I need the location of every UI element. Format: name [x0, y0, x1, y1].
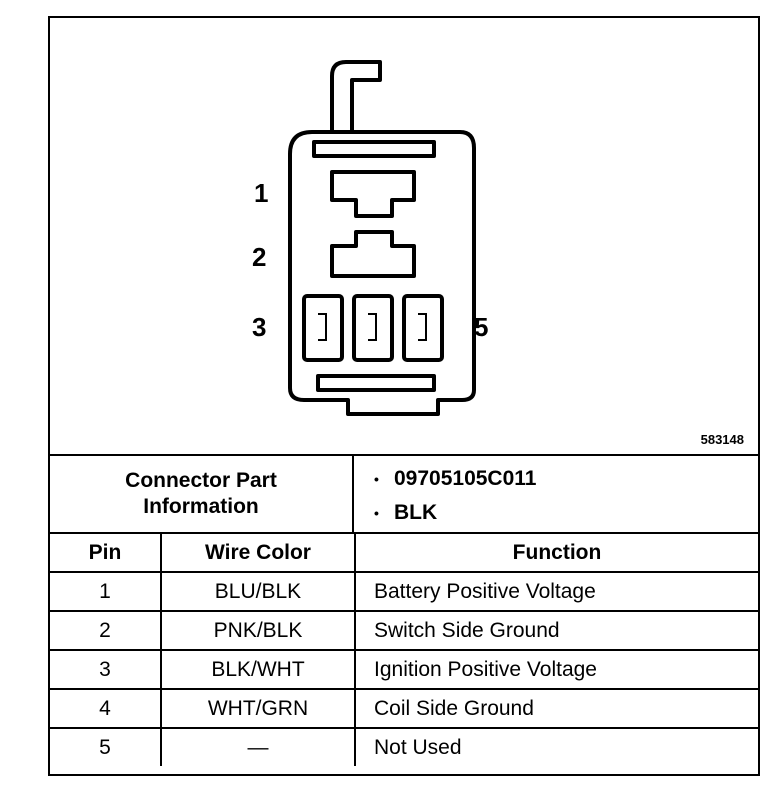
connector-drawing: 1 2 3 5 [252, 60, 488, 416]
pin-label-1: 1 [254, 178, 268, 208]
top-slot [312, 140, 436, 158]
pin-cell: 5 [50, 727, 162, 766]
wire-color-cell: BLK/WHT [160, 649, 356, 690]
table-row: 1 BLU/BLK Battery Positive Voltage [50, 571, 758, 612]
connector-body [288, 130, 476, 416]
header-function: Function [354, 532, 758, 573]
connector-info-row: Connector Part Information 09705105C011 … [50, 454, 758, 534]
table-row: 5 — Not Used [50, 727, 758, 766]
pin-cell: 4 [50, 688, 162, 729]
connector-latch [330, 60, 382, 132]
table-row: 2 PNK/BLK Switch Side Ground [50, 610, 758, 651]
connector-info-label: Connector Part Information [50, 456, 354, 532]
wire-color-cell: WHT/GRN [160, 688, 356, 729]
header-pin: Pin [50, 532, 162, 573]
header-wire-color: Wire Color [160, 532, 356, 573]
pin-table-header: Pin Wire Color Function [50, 532, 758, 573]
pin-label-3: 3 [252, 312, 266, 342]
function-cell: Not Used [354, 727, 758, 766]
wire-color-cell: PNK/BLK [160, 610, 356, 651]
pin-cell: 3 [50, 649, 162, 690]
terminal-2 [330, 230, 416, 278]
pin-cell: 2 [50, 610, 162, 651]
pin-cell: 1 [50, 571, 162, 612]
wire-color-cell: BLU/BLK [160, 571, 356, 612]
function-cell: Coil Side Ground [354, 688, 758, 729]
connector-info-label-line1: Connector Part [125, 469, 277, 492]
connector-info-label-line2: Information [143, 495, 259, 518]
connector-frame: 1 2 3 5 583148 Connector Part Informatio… [48, 16, 760, 776]
connector-info-values: 09705105C011 BLK [354, 456, 758, 532]
function-cell: Switch Side Ground [354, 610, 758, 651]
terminal-1 [330, 170, 416, 218]
connector-diagram: 1 2 3 5 583148 [50, 18, 758, 454]
part-number: 09705105C011 [374, 462, 758, 496]
pin-table: Pin Wire Color Function 1 BLU/BLK Batter… [50, 532, 758, 766]
table-row: 3 BLK/WHT Ignition Positive Voltage [50, 649, 758, 690]
bottom-slot [316, 374, 436, 392]
function-cell: Ignition Positive Voltage [354, 649, 758, 690]
figure-id: 583148 [700, 432, 744, 447]
terminal-3 [302, 294, 344, 362]
terminal-4 [352, 294, 394, 362]
connector-color: BLK [374, 496, 758, 530]
table-row: 4 WHT/GRN Coil Side Ground [50, 688, 758, 729]
function-cell: Battery Positive Voltage [354, 571, 758, 612]
terminal-5 [402, 294, 444, 362]
pin-label-2: 2 [252, 242, 266, 272]
pin-label-5: 5 [474, 312, 488, 342]
wire-color-cell: — [160, 727, 356, 766]
